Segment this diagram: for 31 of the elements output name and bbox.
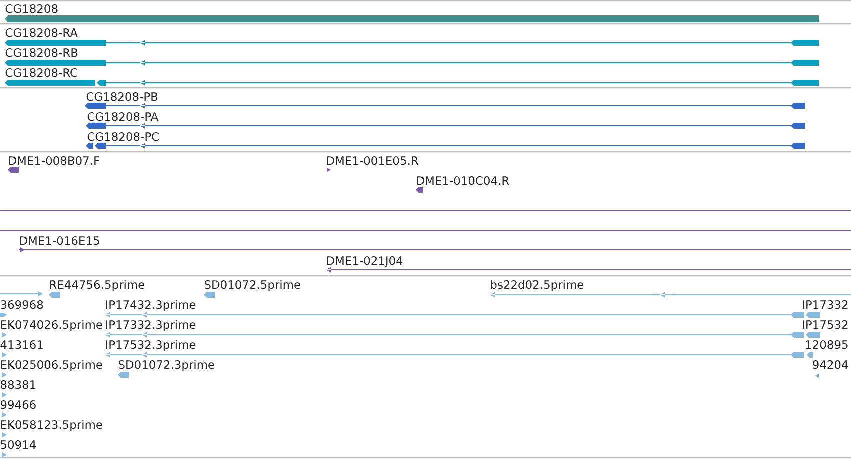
track-label: 120895 — [806, 340, 848, 350]
track-label: SD01072.5prime — [204, 280, 300, 292]
track-label: 99466 — [0, 400, 36, 410]
track-label: CG18208-RA — [6, 28, 78, 38]
track-label: CG18208-RC — [6, 68, 78, 78]
track-label: IP17332.3prime — [106, 320, 196, 332]
track-label: CG18208 — [6, 4, 58, 14]
track-label: CG18208-PC — [88, 132, 159, 142]
track-label: DME1-001E05.R — [327, 156, 419, 166]
track-label: 369968 — [1, 300, 44, 310]
track-label: 50914 — [1, 440, 36, 450]
track-label: CG18208-PA — [88, 112, 159, 122]
track-label: SD01072.3prime — [118, 360, 214, 372]
track-label: IP17532 — [803, 320, 848, 330]
track-label: EK058123.5prime — [1, 420, 102, 432]
track-label: DME1-008B07.F — [9, 156, 100, 166]
track-label: EK025006.5prime — [1, 360, 102, 372]
track-label: RE44756.5prime — [50, 280, 145, 292]
track-label: IP17532.3prime — [106, 340, 196, 352]
track-label: IP17332 — [803, 300, 848, 310]
track-label: 88381 — [1, 380, 36, 390]
track-label: CG18208-RB — [6, 48, 78, 58]
track-label: CG18208-PB — [86, 92, 158, 102]
track-label: IP17432.3prime — [106, 300, 196, 312]
track-label: 413161 — [0, 340, 43, 350]
track-label: DME1-021J04 — [327, 256, 403, 268]
track-label: EK074026.5prime — [1, 320, 102, 332]
track-label: 94204 — [813, 360, 848, 370]
track-label: bs22d02.5prime — [491, 280, 584, 292]
track-label: DME1-016E15 — [20, 236, 100, 246]
track-label: DME1-010C04.R — [417, 176, 510, 186]
